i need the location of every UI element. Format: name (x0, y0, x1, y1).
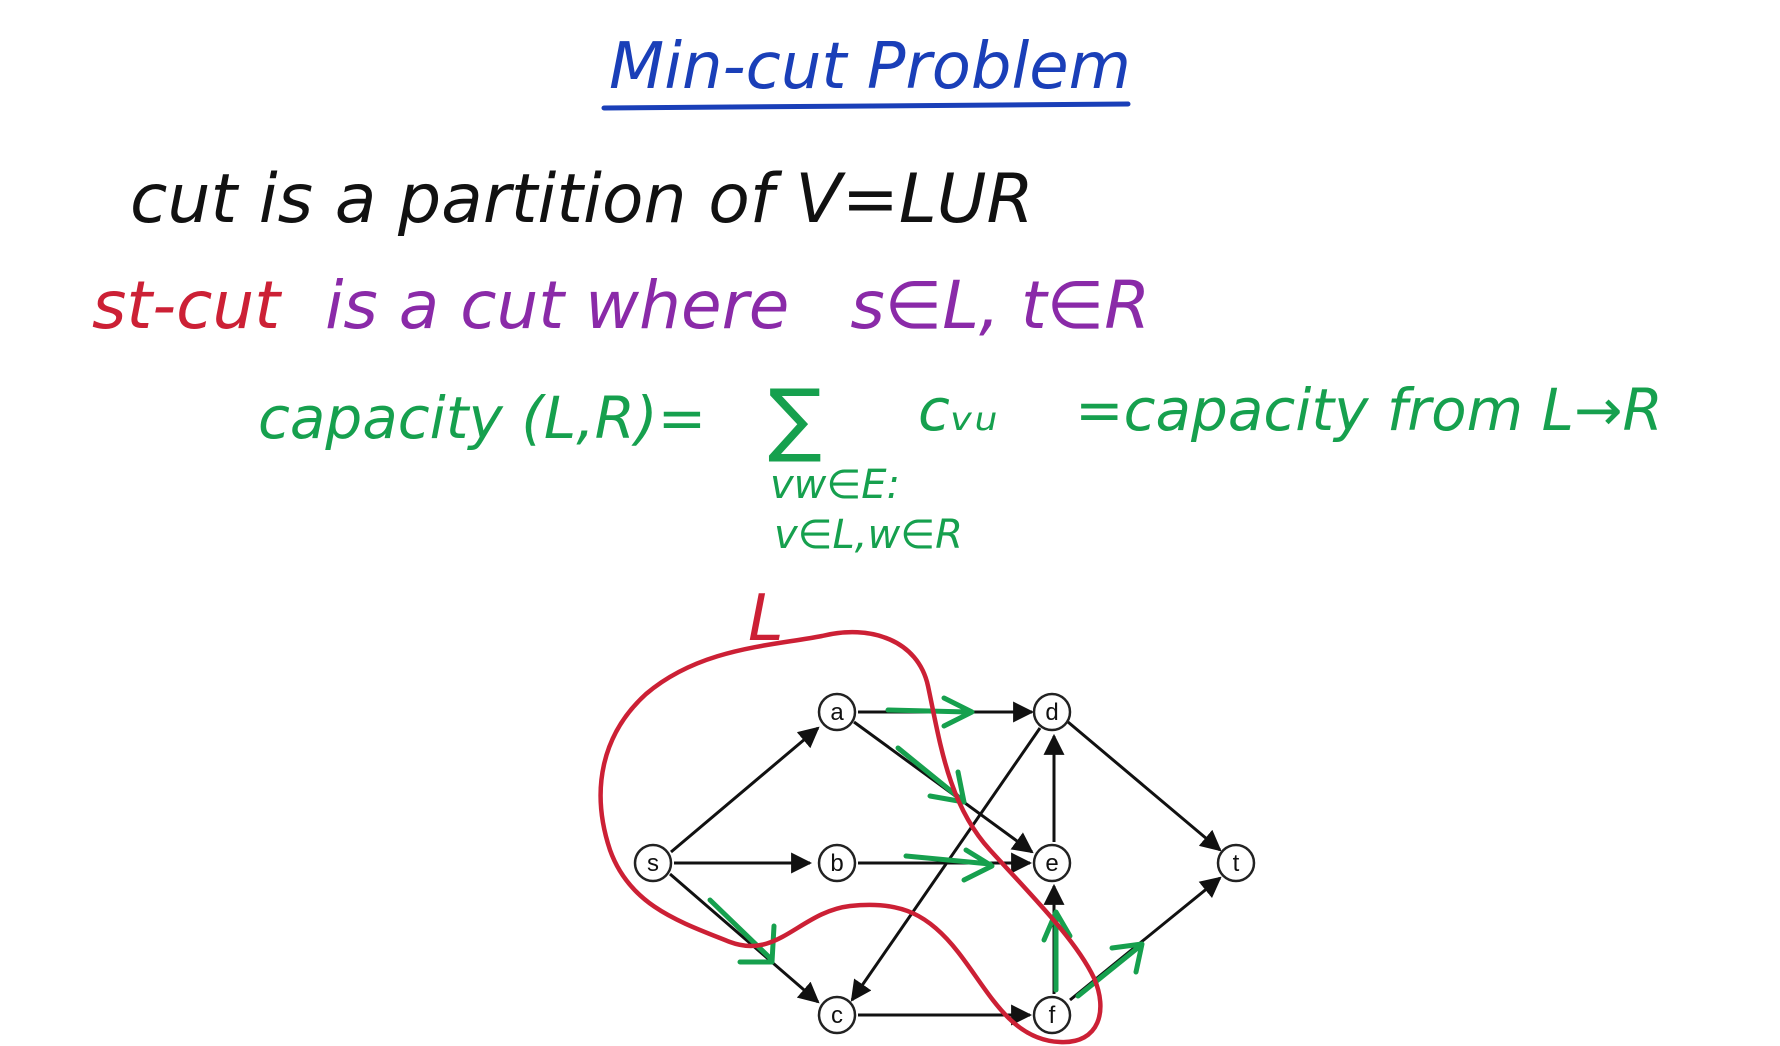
st-cut-condition: s∈L, t∈R (850, 267, 1150, 344)
mark-f-e (1041, 909, 1073, 993)
graph-nodes: s a b c d e f t (633, 692, 1256, 1035)
page-title: Min-cut Problem (609, 30, 1131, 104)
edge-d-c (850, 727, 1042, 1002)
title-underline (601, 101, 1131, 111)
sum-subscript-edge: vw∈E: (770, 462, 900, 508)
mark-a-d (885, 695, 975, 729)
mark-a-e (895, 745, 967, 805)
st-cut-definition: st-cut is a cut where s∈L, t∈R (92, 267, 1150, 344)
mark-b-e (903, 847, 995, 883)
capacity-lhs: capacity (L,R)= (258, 384, 706, 452)
node-f: f (1032, 995, 1072, 1035)
node-label: f (1049, 1002, 1056, 1029)
node-label: t (1233, 850, 1240, 877)
node-e: e (1032, 843, 1072, 883)
edge-s-a (670, 726, 820, 854)
cut-definition: cut is a partition of V=LUR (130, 160, 1034, 239)
node-label: a (830, 699, 844, 726)
edge-d-t (1067, 720, 1222, 852)
node-label: s (647, 850, 659, 877)
node-c: c (817, 995, 857, 1035)
cut-edge-highlights (707, 695, 1145, 999)
node-s: s (633, 843, 673, 883)
capacity-rhs: =capacity from L→R (1075, 376, 1663, 444)
capacity-term: cᵥᵤ (918, 376, 998, 444)
node-label: b (830, 850, 843, 877)
node-d: d (1032, 692, 1072, 732)
mark-s-c (707, 897, 777, 965)
sum-symbol: ∑ (768, 372, 822, 465)
st-cut-term: st-cut (92, 267, 282, 344)
mark-f-t (1075, 941, 1145, 999)
node-label: e (1045, 850, 1058, 877)
node-a: a (817, 692, 857, 732)
st-cut-description: is a cut where (325, 267, 789, 344)
node-t: t (1216, 843, 1256, 883)
node-label: d (1045, 699, 1058, 726)
node-b: b (817, 843, 857, 883)
node-label: c (831, 1002, 843, 1029)
sum-subscript-condition: v∈L,w∈R (774, 512, 963, 558)
edge-s-c (669, 872, 820, 1004)
cut-boundary-L (598, 629, 1103, 1045)
